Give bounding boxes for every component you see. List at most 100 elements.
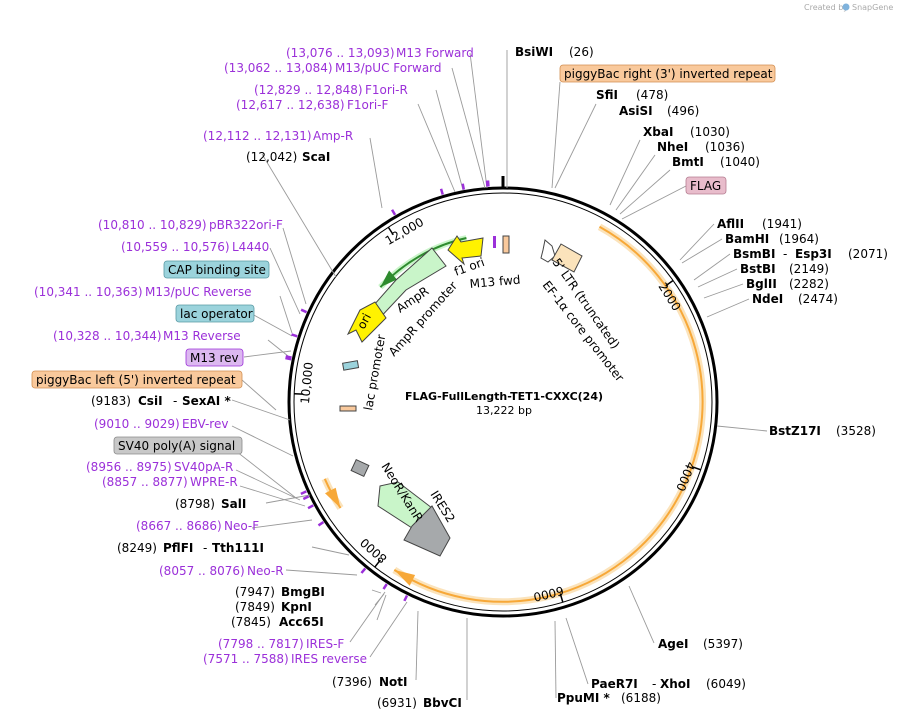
primer-m13-forward: M13 Forward [396,46,474,60]
primer-pbr322ori-f-range: (10,810 .. 10,829) [98,218,207,232]
primer-f1ori-f-range: (12,617 .. 12,638) [236,98,345,112]
leader-line [239,485,306,507]
box-flag[interactable]: FLAG [685,176,727,195]
enzyme-aflii: AflII [717,217,744,231]
tick-mark [559,593,564,603]
primer-m13-reverse-range: (10,328 .. 10,344) [53,329,162,343]
svg-text:M13 rev: M13 rev [190,351,239,365]
enzyme-csii: CsiI [138,394,163,408]
enzyme-bbvci-pos: (6931) [377,696,417,710]
primer-neo-r-range: (8057 .. 8076) [159,564,245,578]
leader-line [235,469,301,501]
leader-line [451,67,486,189]
leader-line [551,81,561,189]
brand-text: SnapGene [852,3,893,12]
leader-line [261,153,337,278]
primer-sv40pa-r-range: (8956 .. 8975) [86,460,172,474]
leader-line [251,519,313,529]
leader-line [267,339,289,357]
enzyme-bmti: BmtI [672,155,704,169]
enzyme-bmti-pos: (1040) [720,155,760,169]
primer-ebv-rev: EBV-rev [182,417,228,431]
leader-line [231,447,297,499]
svg-text:CAP binding site: CAP binding site [168,263,266,277]
primer-ebv-rev-range: (9010 .. 9029) [94,417,180,431]
ori-feature[interactable] [346,301,387,343]
enzyme-sali: SalI [221,497,246,511]
enzyme-tth111i: Tth111I [212,541,264,555]
leader-line [282,227,307,305]
enzyme-labels-left: ScaI (12,042) CsiI - SexAI * (9183) SalI… [91,150,330,629]
primer-ires-f-range: (7798 .. 7817) [218,637,304,651]
svg-text:FLAG: FLAG [690,179,721,193]
enzyme-bsiwi: BsiWI [515,45,553,59]
primer-f1ori-f: F1ori-F [347,98,388,112]
leader-line [241,379,277,411]
leader-line [311,546,350,556]
box-piggybac-right[interactable]: piggyBac right (3') inverted repeat [559,64,776,83]
leader-line [371,589,382,594]
ires2-feature[interactable] [403,505,451,557]
leader-line [609,139,641,206]
svg-text:-: - [203,541,207,555]
primer-site-mark [291,333,298,338]
primer-l4440-range: (10,559 .. 10,576) [121,240,230,254]
primer-site-mark [439,188,444,195]
leader-line [681,238,723,264]
leader-line [621,185,687,220]
primer-site-mark [307,504,314,510]
tick-mark [374,559,381,568]
enzyme-bmgbi: BmgBI [281,585,325,599]
enzyme-bstz17i: BstZ17I [769,424,821,438]
enzyme-noti: NotI [379,675,408,689]
primer-site-mark [382,583,388,590]
svg-text:SV40 poly(A) signal: SV40 poly(A) signal [118,439,235,453]
ltr-feature[interactable] [540,239,556,263]
svg-text:lac operator: lac operator [180,307,253,321]
piggybac-left-feature[interactable] [339,405,357,412]
f1-ori-feature[interactable] [447,235,484,266]
ef1a-promoter-feature[interactable] [551,243,583,273]
box-lac-operator[interactable]: lac operator [175,304,255,323]
label-lac-promoter: lac promoter [361,333,388,411]
box-piggybac-left[interactable]: piggyBac left (5') inverted repeat [31,370,243,389]
enzyme-bamhi-pos: (1964) [779,232,819,246]
box-m13-rev[interactable]: M13 rev [185,348,244,367]
enzyme-asisi-pos: (496) [667,104,699,118]
m13-fwd-feature[interactable] [502,235,510,254]
enzyme-sfii-pos: (478) [636,88,668,102]
primer-m13-reverse: M13 Reverse [163,329,241,343]
leader-line [231,425,294,457]
lac-promoter-feature[interactable] [342,360,360,371]
box-sv40-polya[interactable]: SV40 poly(A) signal [113,436,243,455]
leader-line [706,298,750,318]
primer-site-mark [300,308,308,314]
leader-line [279,295,293,334]
tick-label: 4000 [673,460,698,494]
leader-line [703,283,744,299]
enzyme-bstbi-pos: (2149) [789,262,829,276]
primer-sv40pa-r: SV40pA-R [174,460,233,474]
primer-m13-puc-reverse: M13/pUC Reverse [145,285,252,299]
plasmid-size: 13,222 bp [476,404,532,417]
primer-ires-reverse: IRES reverse [291,652,367,666]
site-marks [285,176,505,602]
enzyme-esp3i: Esp3I [795,247,832,261]
enzyme-bsmbi-pos: (2071) [848,247,888,261]
leader-line [697,268,738,288]
tick-label: 10,000 [298,361,316,404]
leader-line [376,594,387,621]
box-cap-binding-site[interactable]: CAP binding site [163,260,270,279]
enzyme-paer7i-pos: (6049) [706,677,746,691]
sv40-polya-feature[interactable] [350,458,370,478]
primer-f1ori-r-range: (12,829 .. 12,848) [254,83,363,97]
primer-site-mark [300,490,307,495]
primer-site-mark [285,356,292,361]
enzyme-pflfi: PflFI [163,541,193,555]
primer-m13-forward-range: (13,076 .. 13,093) [286,46,395,60]
enzyme-sali-pos: (8798) [175,497,215,511]
primer-wpre-r-range: (8857 .. 8877) [102,475,188,489]
leader-line [565,617,589,685]
leader-line [716,425,768,432]
enzyme-kpni-pos: (7849) [235,600,275,614]
